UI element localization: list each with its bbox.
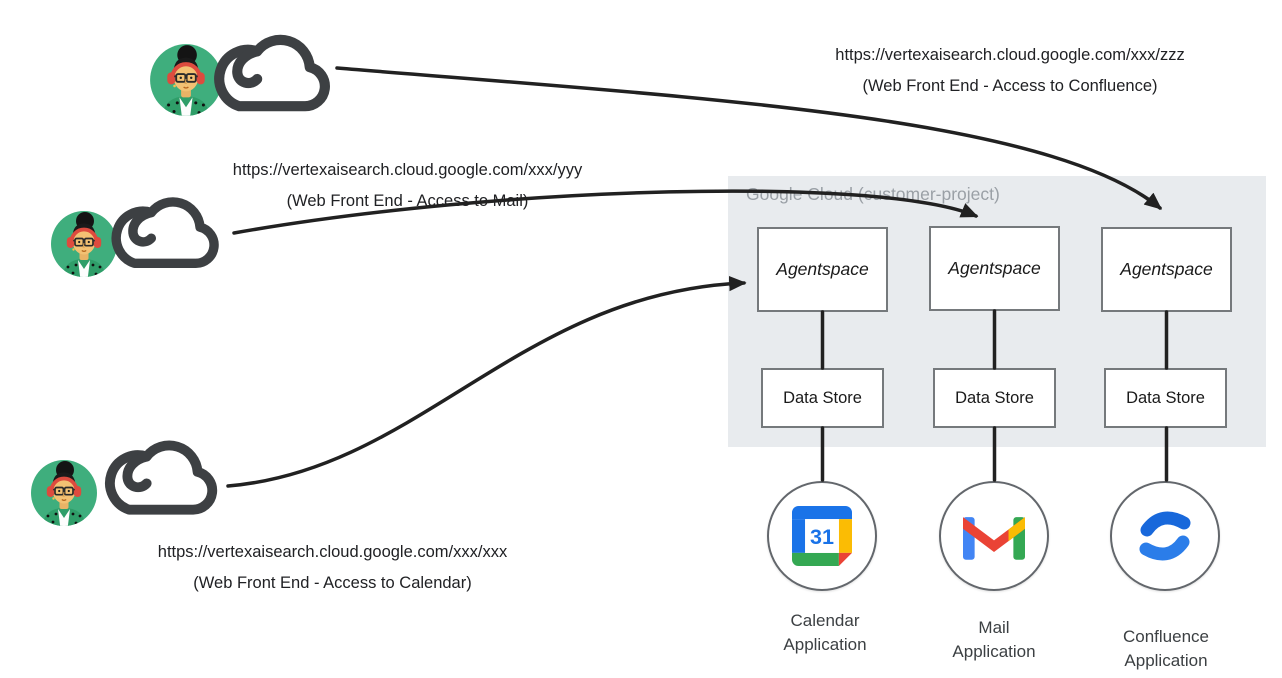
url-caption-confluence: https://vertexaisearch.cloud.google.com/…: [770, 42, 1250, 99]
calendar-app-circle: 31: [767, 481, 877, 591]
app-label-line2: Application: [952, 641, 1036, 661]
app-label-line2: Application: [1124, 650, 1208, 670]
confluence-app-circle: [1110, 481, 1220, 591]
cloud-icon: [97, 190, 235, 278]
app-label-line1: Mail: [978, 618, 1010, 637]
url-text: https://vertexaisearch.cloud.google.com/…: [232, 161, 583, 179]
url-caption-calendar: https://vertexaisearch.cloud.google.com/…: [90, 539, 575, 596]
app-label-line1: Calendar: [790, 611, 860, 630]
agentspace-label: Agentspace: [776, 259, 869, 279]
cloud-icon: [92, 433, 232, 525]
google-calendar-icon: 31: [792, 506, 852, 566]
app-label-line2: Application: [783, 634, 867, 654]
arrow-user3-to-agentspace-calendar: [226, 275, 747, 488]
confluence-icon: [1139, 511, 1191, 561]
mail-app-circle: [939, 481, 1049, 591]
datastore-label: Data Store: [955, 388, 1034, 407]
datastore-label: Data Store: [1126, 388, 1205, 407]
app-label-line1: Confluence: [1122, 627, 1209, 646]
agentspace-label: Agentspace: [1120, 259, 1213, 279]
agentspace-box-mail: Agentspace: [929, 226, 1060, 311]
agentspace-box-confluence: Agentspace: [1101, 227, 1232, 312]
datastore-box-confluence: Data Store: [1104, 368, 1227, 428]
mail-app-label: Mail Application: [909, 616, 1079, 663]
url-caption-mail: https://vertexaisearch.cloud.google.com/…: [165, 157, 650, 214]
calendar-app-label: Calendar Application: [740, 609, 910, 656]
gmail-icon: [963, 516, 1025, 560]
confluence-app-label: Confluence Application: [1081, 625, 1251, 672]
user-avatar: [30, 459, 98, 527]
calendar-day-number: 31: [810, 524, 834, 549]
url-description: (Web Front End - Access to Calendar): [193, 574, 472, 592]
url-text: https://vertexaisearch.cloud.google.com/…: [157, 543, 508, 561]
datastore-label: Data Store: [783, 388, 862, 407]
url-description: (Web Front End - Access to Mail): [286, 192, 529, 210]
agentspace-label: Agentspace: [948, 258, 1041, 278]
datastore-box-calendar: Data Store: [761, 368, 884, 428]
url-description: (Web Front End - Access to Confluence): [862, 77, 1158, 95]
url-text: https://vertexaisearch.cloud.google.com/…: [835, 46, 1185, 64]
panel-title: Google Cloud (customer-project): [746, 184, 1000, 204]
datastore-box-mail: Data Store: [933, 368, 1056, 428]
agentspace-box-calendar: Agentspace: [757, 227, 888, 312]
cloud-icon: [205, 27, 341, 122]
